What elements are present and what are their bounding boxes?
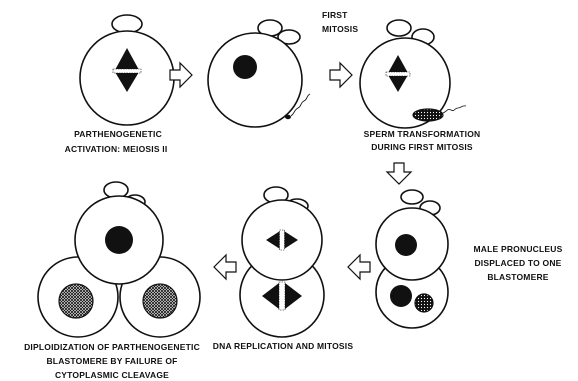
arrow-left-icon (348, 255, 370, 279)
diploid-nucleus (143, 284, 177, 318)
diploid-nucleus (59, 284, 93, 318)
label-first-mitosis-2: MITOSIS (322, 24, 358, 34)
egg-cell (208, 33, 302, 127)
label-first-mitosis-1: FIRST (322, 10, 348, 20)
label-dna-replication: DNA REPLICATION AND MITOSIS (213, 341, 354, 351)
label-diploid-2: BLASTOMERE BY FAILURE OF (46, 356, 177, 366)
label-sperm-2: DURING FIRST MITOSIS (371, 142, 473, 152)
stage-1-egg (80, 15, 174, 125)
label-parthenogenetic-2: ACTIVATION: MEIOSIS II (65, 144, 168, 154)
label-diploid-1: DIPLOIDIZATION OF PARTHENOGENETIC (24, 342, 200, 352)
label-diploid-3: CYTOPLASMIC CLEAVAGE (55, 370, 169, 380)
stage-5-embryo (240, 187, 324, 337)
arrow-right-icon (330, 63, 352, 87)
label-male-1: MALE PRONUCLEUS (474, 244, 563, 254)
polar-body (401, 190, 423, 204)
label-male-3: BLASTOMERE (487, 272, 548, 282)
stage-2-egg (208, 20, 310, 127)
label-parthenogenetic-1: PARTHENOGENETIC (74, 129, 162, 139)
arrow-left-icon (214, 255, 236, 279)
stage-6-embryo (38, 182, 200, 337)
stage-4-embryo (376, 190, 448, 328)
label-sperm-1: SPERM TRANSFORMATION (364, 129, 481, 139)
nucleus (105, 226, 133, 254)
stage-3-egg (360, 20, 466, 128)
nucleus (395, 234, 417, 256)
label-male-2: DISPLACED TO ONE (474, 258, 561, 268)
arrow-down-icon (387, 163, 411, 184)
polar-body (387, 20, 411, 36)
female-pronucleus (233, 55, 257, 79)
female-pronucleus (390, 285, 412, 307)
male-pronucleus (415, 294, 433, 312)
